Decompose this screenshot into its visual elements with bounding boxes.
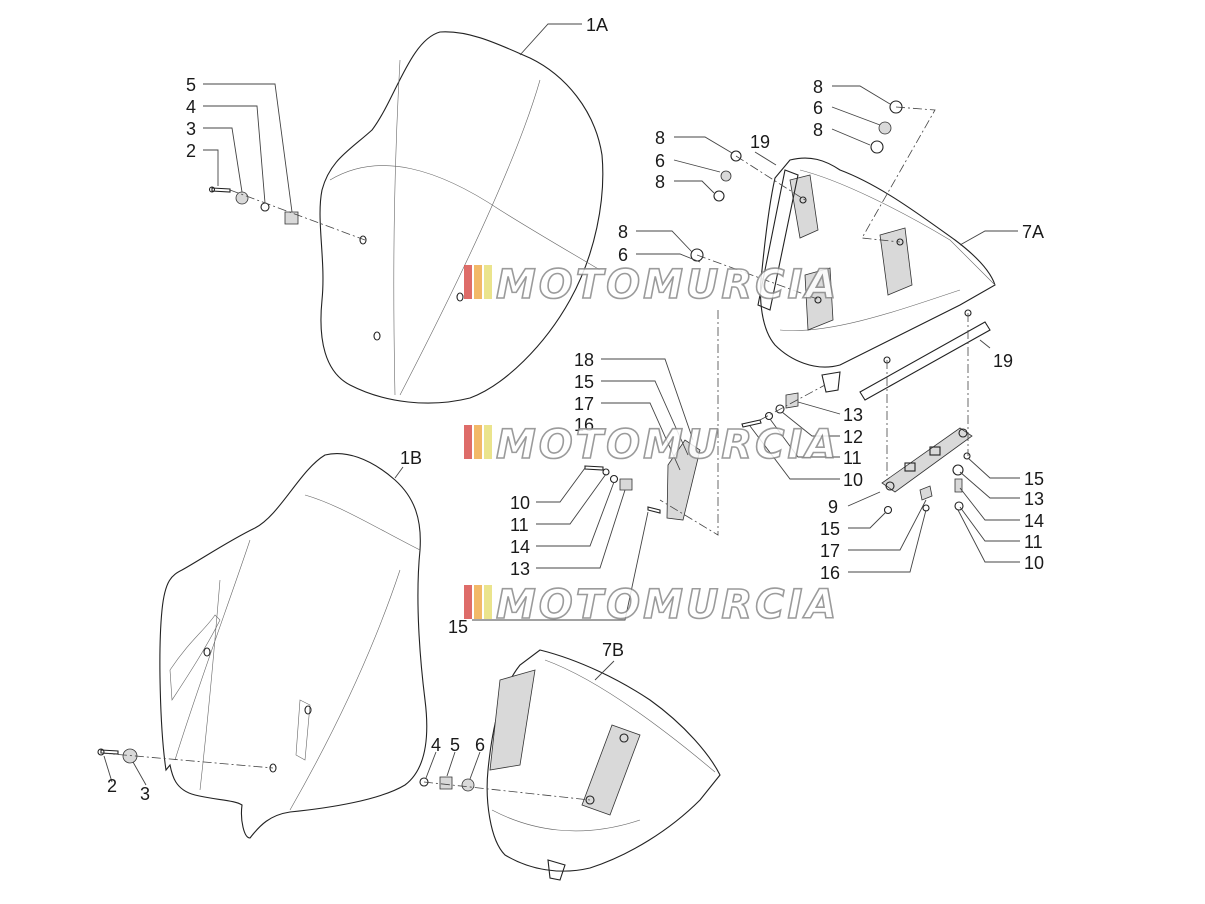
callout-8: 8 [618, 222, 628, 242]
assembly-lines [100, 106, 969, 801]
callout-15: 15 [574, 372, 594, 392]
leader-lines [103, 23, 1020, 786]
inner-panel-7a [759, 157, 996, 393]
callout-11: 11 [510, 515, 529, 535]
callout-3: 3 [140, 784, 150, 804]
callout-6: 6 [618, 245, 628, 265]
callout-10: 10 [1024, 553, 1044, 573]
watermark-text: MOTOMURCIA [496, 262, 839, 308]
callout-1b: 1B [400, 448, 422, 468]
watermark-text: MOTOMURCIA [496, 582, 839, 628]
strip-19-lower [859, 321, 991, 401]
callout-17: 17 [574, 394, 594, 414]
callout-19: 19 [993, 351, 1013, 371]
callout-6: 6 [475, 735, 485, 755]
watermark-logo-1: MOTOMURCIA [464, 261, 839, 309]
callout-2: 2 [107, 776, 117, 796]
callout-16: 16 [574, 415, 594, 435]
callout-6: 6 [813, 98, 823, 118]
callout-4: 4 [186, 97, 196, 117]
callout-14: 14 [1024, 511, 1044, 531]
callout-8: 8 [813, 120, 823, 140]
callout-8: 8 [655, 128, 665, 148]
callout-6: 6 [655, 151, 665, 171]
callout-8: 8 [813, 77, 823, 97]
callout-15: 15 [1024, 469, 1044, 489]
watermark-logo-3: MOTOMURCIA [464, 581, 839, 629]
callout-12: 12 [843, 427, 863, 447]
hardware-group [97, 100, 971, 792]
callout-16: 16 [820, 563, 840, 583]
callout-10: 10 [843, 470, 863, 490]
watermark-logo-2: MOTOMURCIA [464, 421, 839, 469]
callout-9: 9 [828, 497, 838, 517]
inner-panel-7b [486, 649, 721, 881]
callout-18: 18 [574, 350, 594, 370]
watermark: MOTOMURCIA MOTOMURCIA MOTOMURCIA [464, 261, 839, 629]
callout-labels: 1A 1B 7A 7B 5 4 3 2 8 6 8 8 6 8 19 8 6 1… [107, 15, 1044, 804]
callout-13: 13 [510, 559, 530, 579]
bracket-9 [881, 427, 973, 493]
windshield-1b [159, 453, 428, 839]
strip-19-upper [757, 169, 799, 311]
callout-5: 5 [186, 75, 196, 95]
callout-5: 5 [450, 735, 460, 755]
callout-4: 4 [431, 735, 441, 755]
callout-3: 3 [186, 119, 196, 139]
callout-11: 11 [843, 448, 862, 468]
callout-7a: 7A [1022, 222, 1044, 242]
callout-19: 19 [750, 132, 770, 152]
callout-2: 2 [186, 141, 196, 161]
callout-15: 15 [820, 519, 840, 539]
callout-1a: 1A [586, 15, 608, 35]
callout-17: 17 [820, 541, 840, 561]
callout-14: 14 [510, 537, 530, 557]
watermark-text: MOTOMURCIA [496, 422, 839, 468]
callout-15: 15 [448, 617, 468, 637]
callout-11: 11 [1024, 532, 1043, 552]
callout-7b: 7B [602, 640, 624, 660]
callout-8: 8 [655, 172, 665, 192]
windshield-1a [319, 31, 604, 404]
callout-10: 10 [510, 493, 530, 513]
callout-13: 13 [1024, 489, 1044, 509]
callout-13: 13 [843, 405, 863, 425]
